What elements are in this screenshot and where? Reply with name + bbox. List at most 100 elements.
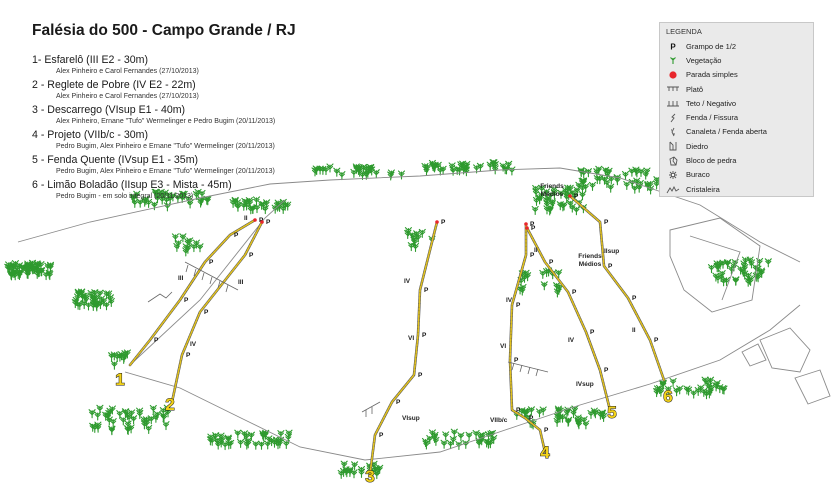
grade-label: IV	[404, 278, 411, 285]
beta-note-line: Médios	[541, 191, 564, 198]
dihedral-icon	[660, 140, 686, 152]
bolt-mark: P	[424, 287, 429, 294]
bolt-mark: P	[530, 252, 535, 259]
bolt-mark: P	[529, 415, 534, 422]
vegetation-mark	[575, 420, 583, 430]
legend-item: Bloco de pedra	[660, 153, 813, 167]
legend-item: Canaleta / Fenda aberta	[660, 125, 813, 139]
legend-item: Platô	[660, 82, 813, 96]
route-first-ascent: Alex Pinheiro e Carol Fernandes (27/10/2…	[56, 93, 199, 100]
route-first-ascent: Pedro Bugim, Alex Pinheiro e Ernane "Tuf…	[56, 143, 275, 150]
grade-label: III	[238, 279, 244, 286]
legend-title: LEGENDA	[666, 27, 702, 36]
grade-label: VIsup	[402, 415, 420, 422]
bolt-mark: P	[590, 329, 595, 336]
bolt-mark: P	[574, 193, 579, 200]
bolt-mark: P	[572, 289, 577, 296]
bolt-icon: P	[660, 40, 686, 52]
bolt-mark: P	[544, 427, 549, 434]
vegetation-mark	[572, 206, 580, 216]
route-list: 1- Esfarelô (III E2 - 30m) Alex Pinheiro…	[32, 54, 362, 204]
route-name: 1- Esfarelô (III E2 - 30m)	[32, 54, 148, 66]
vegetation-mark	[440, 439, 448, 449]
bolt-mark: P	[531, 225, 536, 232]
route-line	[509, 223, 546, 453]
vegetation-mark	[623, 180, 631, 191]
vegetation-mark	[457, 432, 465, 442]
grade-label: II	[632, 327, 636, 334]
legend-item: P Grampo de 1/2	[660, 39, 813, 53]
vegetation-mark	[707, 264, 716, 274]
vegetation-mark	[669, 377, 677, 388]
vegetation-mark	[372, 169, 380, 179]
vegetation-mark	[621, 170, 630, 181]
vegetation-icon	[660, 54, 686, 66]
chimney-icon	[660, 126, 686, 138]
route-item: 4 - Projeto (VIIb/c - 30m) Pedro Bugim, …	[32, 129, 362, 152]
legend-item: Diedro	[660, 139, 813, 153]
anchors-layer	[253, 194, 572, 230]
grade-label: VI	[408, 335, 414, 342]
vegetation-mark	[422, 440, 430, 450]
bolt-mark: P	[266, 219, 271, 226]
rock-outline	[17, 167, 831, 461]
vegetation-mark	[110, 360, 118, 370]
vegetation-mark	[94, 411, 102, 421]
vegetation-mark	[607, 183, 615, 193]
legend-item: Cristaleira	[660, 182, 813, 196]
roof-icon	[660, 97, 686, 109]
route-item: 1- Esfarelô (III E2 - 30m) Alex Pinheiro…	[32, 54, 362, 77]
vegetation-mark	[252, 440, 260, 450]
bolt-mark: P	[632, 295, 637, 302]
bolt-mark: P	[184, 297, 189, 304]
vegetation-mark	[237, 438, 245, 448]
vegetation-mark	[257, 440, 266, 450]
route-first-ascent: Pedro Bugim - em solo integral (20/11/20…	[56, 193, 194, 200]
vegetation-mark	[564, 417, 572, 427]
vegetation-mark	[163, 202, 171, 212]
route-first-ascent: Pedro Bugim, Alex Pinheiro e Ernane "Tuf…	[56, 168, 275, 175]
route-number: 6	[663, 387, 672, 406]
grade-label: IV	[190, 341, 197, 348]
route-item: 2 - Reglete de Pobre (IV E2 - 22m) Alex …	[32, 79, 362, 102]
route-name: 4 - Projeto (VIIb/c - 30m)	[32, 129, 148, 141]
vegetation-mark	[472, 429, 480, 440]
vegetation-mark	[732, 276, 740, 286]
legend-item: Teto / Negativo	[660, 96, 813, 110]
bolt-mark: P	[604, 219, 609, 226]
grade-label: IIsup	[604, 248, 619, 255]
vegetation-mark	[174, 239, 182, 249]
bolt-mark: P	[154, 337, 159, 344]
bolt-mark: P	[608, 263, 613, 270]
vegetation-mark	[411, 242, 420, 253]
legend: LEGENDA P Grampo de 1/2 Vegetação Parada…	[659, 22, 814, 197]
grade-label: II	[244, 215, 248, 222]
vegetation-mark	[527, 406, 535, 416]
route-first-ascent: Alex Pinheiro, Ernane "Tufo" Wermelinger…	[56, 118, 276, 125]
anchor-mark	[253, 218, 257, 222]
vegetation-mark	[442, 431, 450, 441]
route-number: 1	[115, 370, 124, 389]
route-number: 5	[607, 403, 616, 422]
vegetation-mark	[508, 166, 516, 176]
route-item: 6 - Limão Boladão (IIsup E3 - Mista - 45…	[32, 179, 362, 202]
anchor-mark	[525, 226, 529, 230]
legend-item: Fenda / Fissura	[660, 110, 813, 124]
vegetation-mark	[162, 421, 170, 431]
vegetation-mark	[196, 243, 204, 253]
bolt-mark: P	[396, 399, 401, 406]
beta-note-line: Médios	[579, 261, 602, 268]
route-line	[369, 221, 438, 475]
vegetation-mark	[243, 440, 251, 450]
vegetation-mark	[88, 409, 96, 419]
beta-note-line: Friends	[540, 183, 564, 190]
bolt-mark: P	[514, 357, 519, 364]
route-name: 2 - Reglete de Pobre (IV E2 - 22m)	[32, 79, 196, 91]
route-name: 6 - Limão Boladão (IIsup E3 - Mista - 45…	[32, 179, 232, 191]
anchor-mark	[435, 220, 439, 224]
anchor-mark	[568, 194, 572, 198]
ledge-features	[147, 261, 549, 417]
anchor-mark	[260, 220, 264, 224]
